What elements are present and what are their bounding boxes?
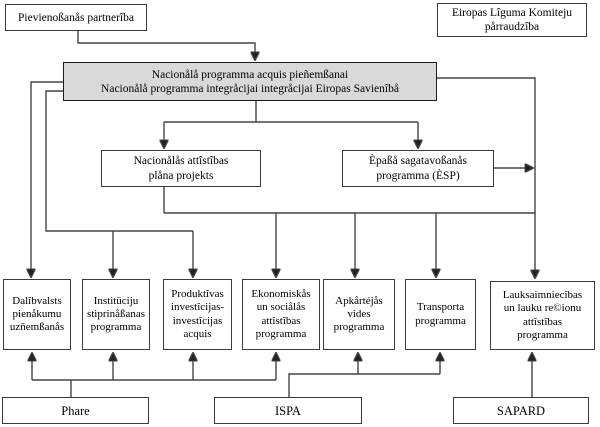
node-lauksaimniecibas: Lauksaimniecîbas un lauku re©ionu attîst…	[490, 281, 595, 350]
node-line: Lauksaimniecîbas	[502, 289, 583, 302]
node-line: SAPARD	[496, 403, 546, 418]
node-line: Institüciju	[93, 294, 139, 307]
node-produktivas-investicijas: Produktîvas investîcijas- investîcijas a…	[163, 279, 232, 350]
node-line: Nacionålås attîstîbas	[133, 155, 229, 167]
node-line: Nacionålå programma acquis pieñemßanai	[151, 68, 349, 81]
node-line: attîstîbas	[522, 315, 563, 328]
node-line: programma	[517, 328, 568, 341]
node-line: uzñemßanås	[9, 321, 65, 334]
node-line: attîstîbas	[261, 314, 301, 327]
node-line: programma	[255, 327, 307, 340]
node-line: Èpaßå sagatavoßanås	[368, 155, 468, 167]
node-apkartejas-vides: Apkårtéjås vides programma	[323, 279, 395, 350]
node-line: plåna projekts	[148, 169, 214, 182]
node-sapard: SAPARD	[453, 397, 589, 424]
node-line: vides	[347, 307, 371, 320]
node-dalibvalsts-pienakumu: Dalîbvalsts pienåkumu uzñemßanås	[3, 279, 71, 350]
node-line: Apkårtéjås	[335, 294, 383, 307]
node-line: Transporta	[416, 301, 465, 314]
node-line: Nacionålå programma integråcijai integrå…	[101, 82, 399, 95]
node-line: Dalîbvalsts	[12, 294, 62, 307]
connector-right-rail	[437, 77, 535, 277]
node-ipasa-sagatavosanas-programma: Èpaßå sagatavoßanås programma (ÈSP)	[342, 150, 494, 187]
node-line: programma (ÈSP)	[376, 169, 460, 182]
node-line: Pievienoßanås partnerîba	[18, 11, 134, 24]
node-line: programma	[415, 314, 466, 327]
connector-ispa-collector	[288, 373, 440, 397]
node-ekonomiskas-socialas: Ekonomiskås un sociålås attîstîbas progr…	[242, 279, 320, 350]
node-line: Produktîvas	[171, 288, 224, 301]
node-line: acquis	[183, 327, 212, 340]
node-line: programma	[333, 321, 385, 334]
node-line: un sociålås	[256, 301, 306, 314]
node-line: pienåkumu	[12, 307, 62, 320]
node-line: pårraudzîba	[484, 21, 540, 33]
node-eiropas-liguma-komiteju: Eiropas Lîguma Komiteju pårraudzîba	[437, 3, 587, 37]
node-line: ISPA	[275, 403, 301, 418]
node-line: Eiropas Lîguma Komiteju	[451, 7, 573, 19]
node-attistibas-plana-projekts: Nacionålås attîstîbas plåna projekts	[101, 150, 261, 187]
node-line: Phare	[61, 403, 90, 418]
node-line: un lauku re©ionu	[503, 302, 582, 315]
node-line: investîcijas-	[170, 301, 225, 314]
node-line: stiprinåßanas	[86, 307, 146, 320]
node-ispa: ISPA	[214, 397, 362, 424]
connector-left-to-member-obligations	[31, 81, 63, 276]
node-line: programma	[90, 321, 142, 334]
node-transporta-programma: Transporta programma	[405, 279, 476, 350]
node-phare: Phare	[2, 397, 149, 424]
connector-left-rail	[45, 90, 193, 232]
node-line: investîcijas	[172, 314, 223, 327]
node-instituciju-stiprinasanas: Institüciju stiprinåßanas programma	[82, 279, 150, 350]
connector-partnership-to-programme	[77, 30, 255, 59]
node-line: Ekonomiskås	[251, 288, 311, 301]
node-nacionala-programma: Nacionålå programma acquis pieñemßanai N…	[63, 62, 437, 101]
node-pievienosanas-partneriba: Pievienoßanås partnerîba	[5, 4, 147, 31]
